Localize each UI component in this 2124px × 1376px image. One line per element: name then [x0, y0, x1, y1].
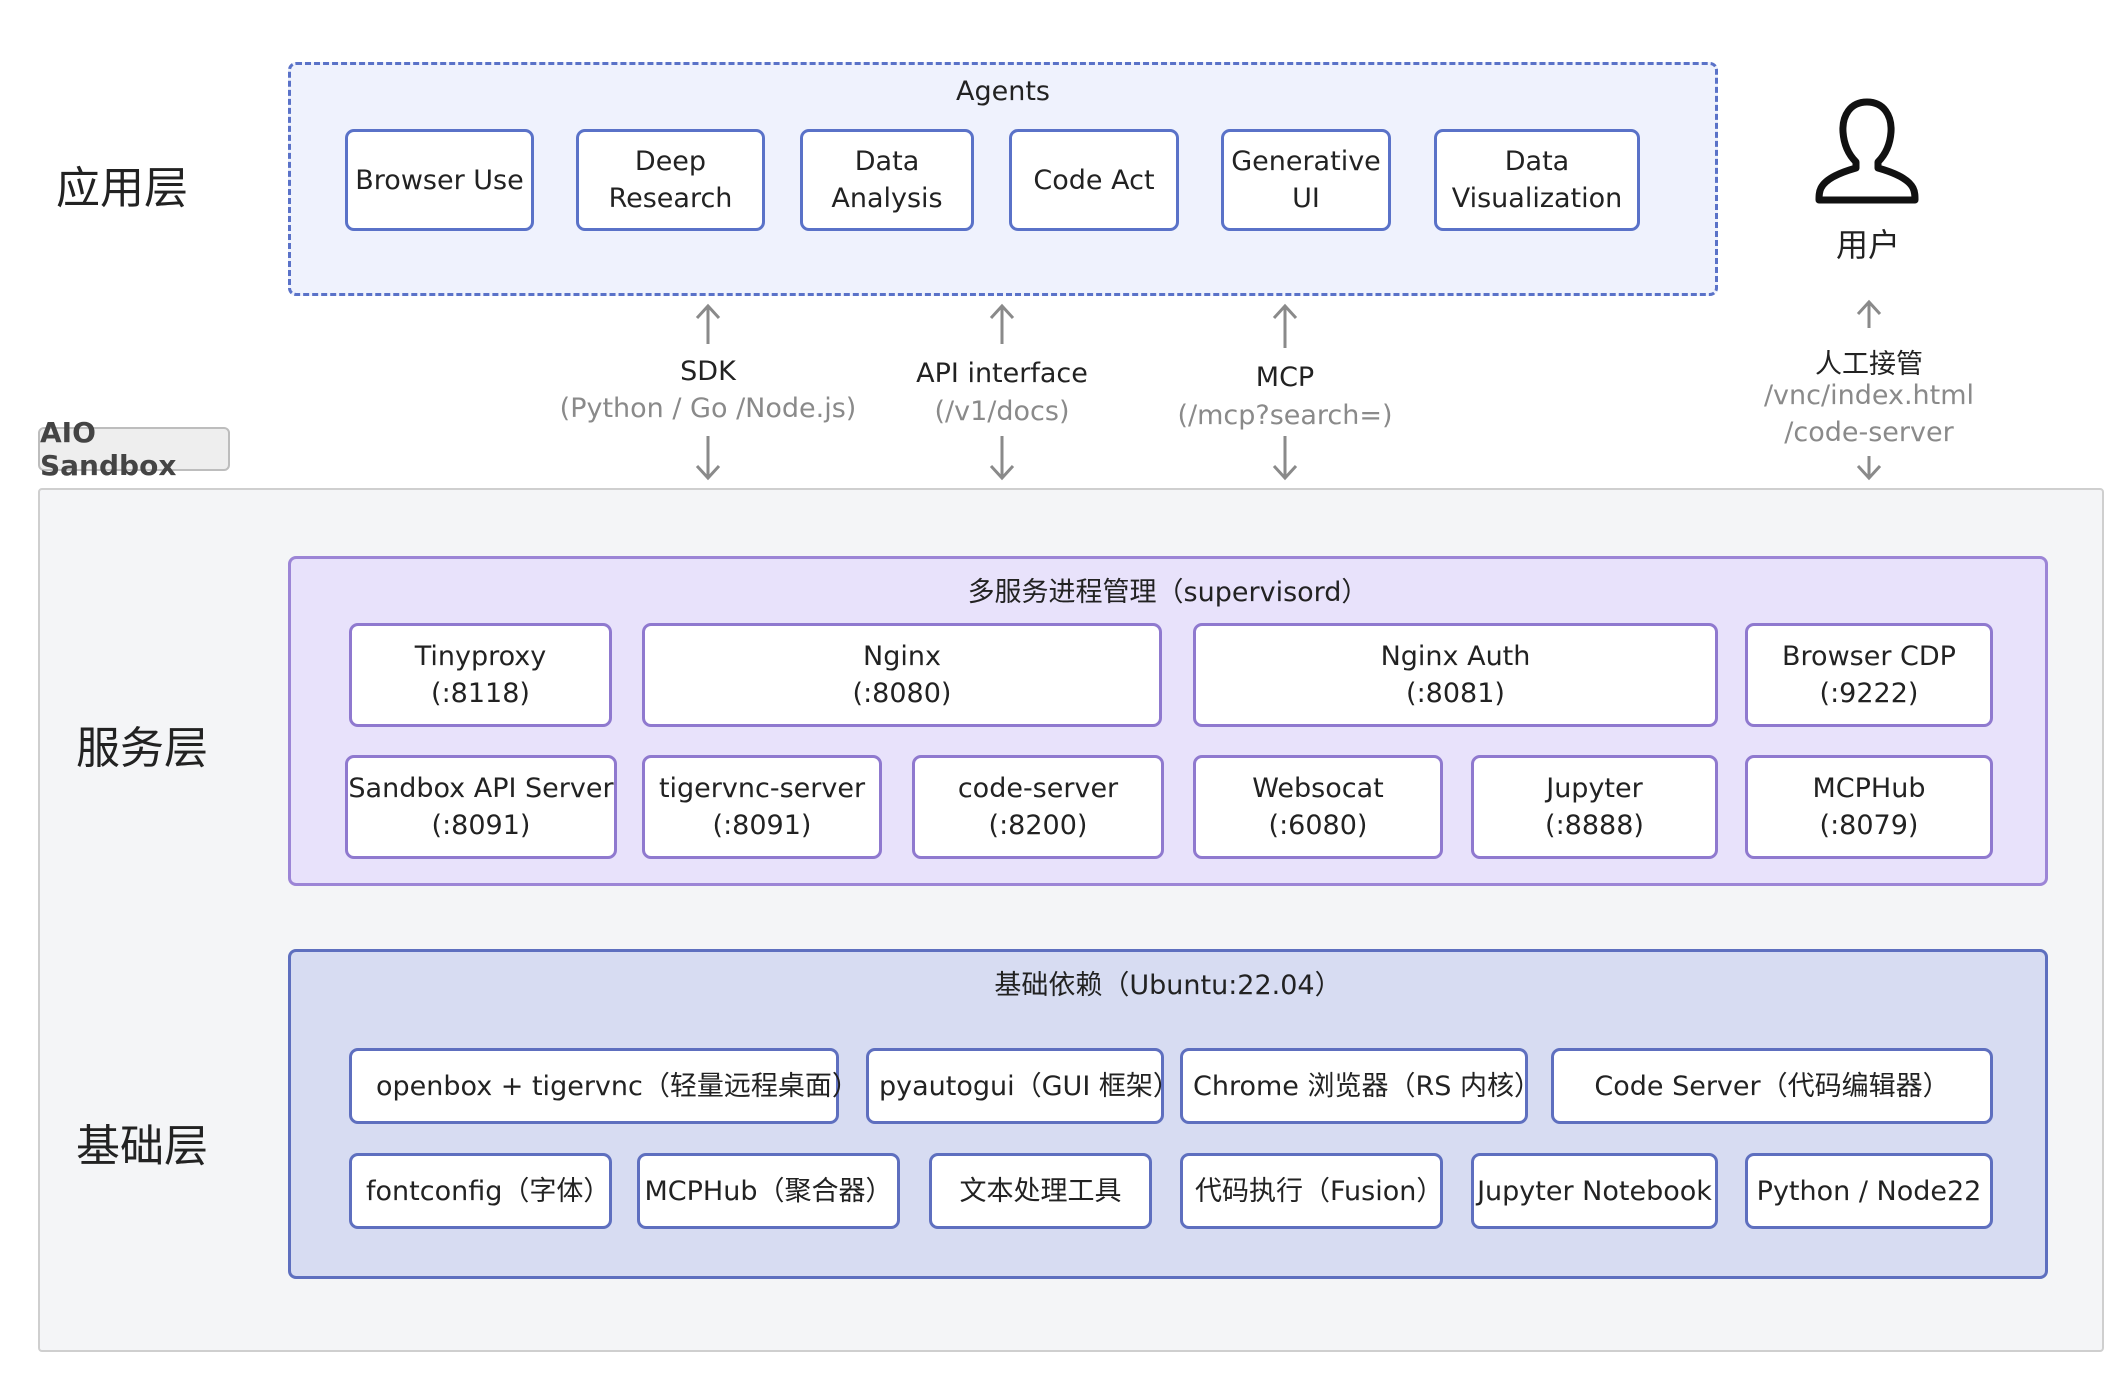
service-tinyproxy: Tinyproxy (:8118) [349, 623, 612, 727]
layer-label-app: 应用层 [56, 163, 188, 214]
service-code-server: code-server (:8200) [912, 755, 1164, 859]
sdk-title: SDK [680, 356, 736, 387]
base-fontconfig: fontconfig（字体） [349, 1153, 612, 1229]
agent-code-act: Code Act [1009, 129, 1179, 231]
service-nginx-auth: Nginx Auth (:8081) [1193, 623, 1718, 727]
layer-label-service: 服务层 [76, 723, 208, 774]
agent-generative-ui: Generative UI [1221, 129, 1391, 231]
api-title: API interface [916, 358, 1088, 389]
mcp-subtitle: (/mcp?search=) [1177, 400, 1393, 431]
service-tigervnc-server: tigervnc-server (:8091) [642, 755, 882, 859]
manual-subtitle-vnc: /vnc/index.html [1763, 380, 1975, 411]
api-arrows [989, 303, 1015, 481]
service-jupyter: Jupyter (:8888) [1471, 755, 1718, 859]
base-chrome: Chrome 浏览器（RS 内核） [1180, 1048, 1541, 1124]
base-code-execution: 代码执行（Fusion） [1180, 1153, 1443, 1229]
manual-subtitle-code-server: /code-server [1784, 417, 1954, 448]
base-code-server: Code Server（代码编辑器） [1551, 1048, 1993, 1124]
agent-data-visualization: Data Visualization [1434, 129, 1640, 231]
agent-browser-use: Browser Use [345, 129, 534, 231]
base-mcphub: MCPHub（聚合器） [637, 1153, 900, 1229]
service-sandbox-api-server: Sandbox API Server (:8091) [345, 755, 617, 859]
base-jupyter-notebook: Jupyter Notebook [1471, 1153, 1718, 1229]
base-pyautogui: pyautogui（GUI 框架） [866, 1048, 1180, 1124]
agent-data-analysis: Data Analysis [800, 129, 974, 231]
base-text-processing-tools: 文本处理工具 [929, 1153, 1152, 1229]
agent-deep-research: Deep Research [576, 129, 765, 231]
base-title: 基础依赖（Ubuntu:22.04） [994, 970, 1342, 1001]
manual-title: 人工接管 [1815, 349, 1923, 380]
sdk-subtitle: (Python / Go /Node.js) [559, 393, 857, 424]
service-browser-cdp: Browser CDP (:9222) [1745, 623, 1993, 727]
user-label: 用户 [1835, 226, 1900, 264]
mcp-arrows [1272, 303, 1298, 481]
services-title: 多服务进程管理（supervisord） [967, 577, 1369, 608]
mcp-title: MCP [1255, 362, 1315, 393]
aio-sandbox-label: AIO Sandbox [38, 416, 230, 482]
service-websocat: Websocat (:6080) [1193, 755, 1443, 859]
sdk-arrows [695, 303, 721, 481]
user-icon [1815, 98, 1919, 204]
base-openbox-tigervnc: openbox + tigervnc（轻量远程桌面） [349, 1048, 859, 1124]
manual-arrows [1856, 299, 1882, 481]
base-python-node22: Python / Node22 [1745, 1153, 1993, 1229]
service-nginx: Nginx (:8080) [642, 623, 1162, 727]
service-mcphub: MCPHub (:8079) [1745, 755, 1993, 859]
agents-title: Agents [956, 76, 1050, 107]
layer-label-base: 基础层 [76, 1121, 208, 1172]
api-subtitle: (/v1/docs) [934, 396, 1070, 427]
